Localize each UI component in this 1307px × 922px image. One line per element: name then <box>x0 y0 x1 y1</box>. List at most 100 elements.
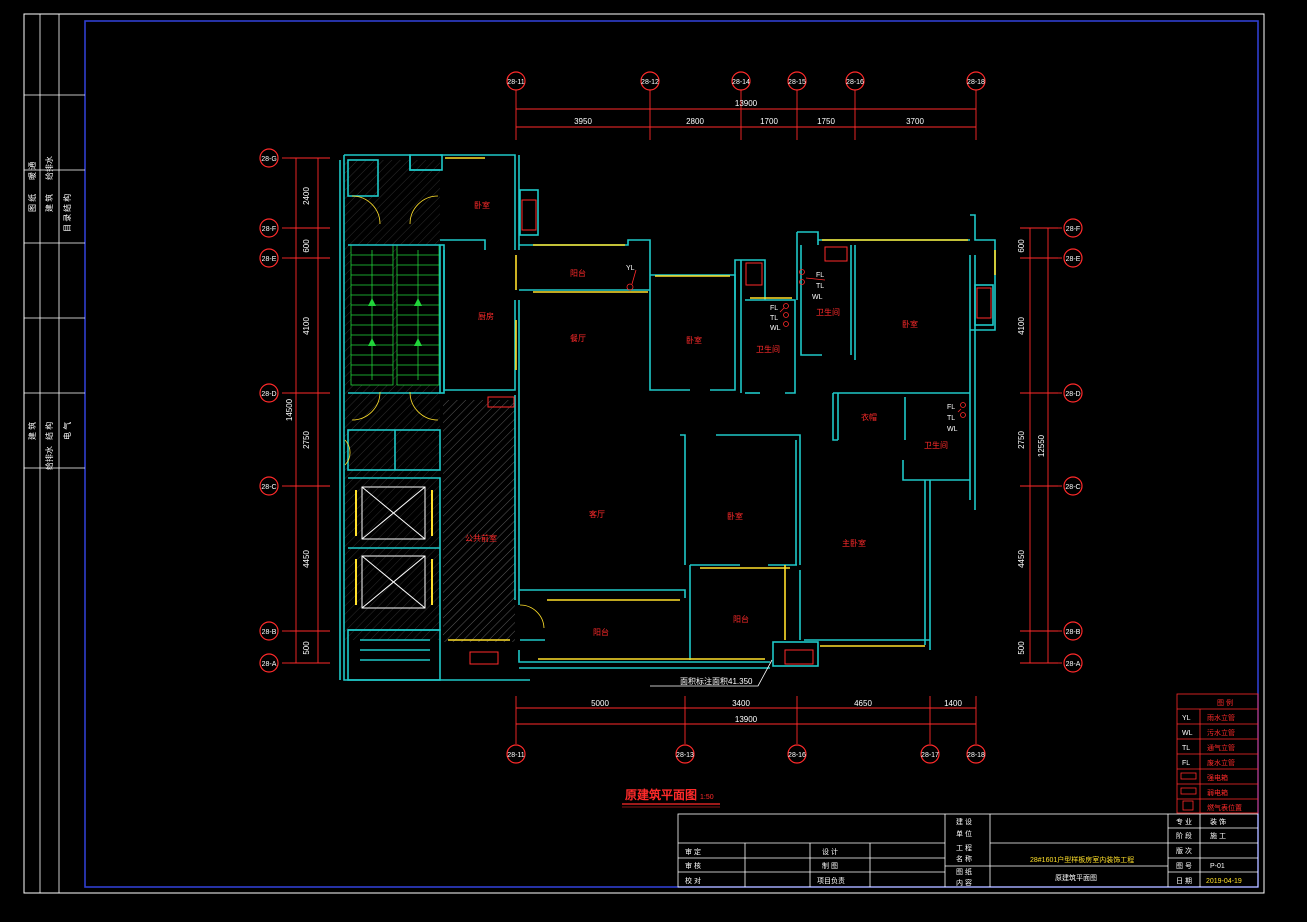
dim-bottom-seg: 5000 <box>591 699 609 708</box>
pipe-label: TL <box>947 415 955 422</box>
axis-bubble <box>506 71 526 91</box>
room-kitchen: 厨房 <box>478 311 494 321</box>
legend <box>1176 693 1259 814</box>
dim-top-seg: 3950 <box>574 117 592 126</box>
axis-label: 28-G <box>261 156 277 163</box>
area-note: 面积标注面积41.350 <box>680 676 753 686</box>
legend-item: 雨水立管 <box>1207 713 1235 722</box>
pipe-label: YL <box>626 265 635 272</box>
room-public-lobby: 公共前室 <box>465 533 497 543</box>
axis-bubble <box>845 71 865 91</box>
dim-right-seg: 600 <box>1017 239 1026 253</box>
room-closet: 衣帽 <box>861 412 877 422</box>
axis-bubble <box>259 218 279 238</box>
room-labels: 卧室 厨房 阳台 餐厅 卧室 卫生间 卫生间 卧室 衣帽 卫生间 客厅 卧室 主… <box>465 200 948 637</box>
title-block <box>677 813 1259 888</box>
axis-label: 28-D <box>261 391 276 398</box>
strip-label: 电 气 <box>62 422 72 440</box>
tb-val: 2019-04-19 <box>1206 878 1242 885</box>
left-strip <box>24 14 85 893</box>
legend-item: 污水立管 <box>1207 728 1235 737</box>
legend-item: 强电箱 <box>1207 773 1228 782</box>
axis-label: 28-F <box>262 226 276 233</box>
room-dining: 餐厅 <box>570 334 586 343</box>
tb-content: 原建筑平面图 <box>1055 873 1097 882</box>
strip-label: 结 构 <box>62 194 72 212</box>
room-bedroom-ne: 卧室 <box>902 319 918 329</box>
axis-bubble <box>787 744 807 764</box>
axis-label: 28-C <box>1065 484 1080 491</box>
axis-bubble <box>1063 476 1083 496</box>
pipe-markers <box>626 269 966 418</box>
room-master-bedroom: 主卧室 <box>842 538 866 548</box>
pipe-label: FL <box>816 272 824 279</box>
strip-label: 建 筑 <box>27 422 37 440</box>
tb-key: 专 业 <box>1176 817 1192 826</box>
tb-label: 审 定 <box>685 847 701 856</box>
dim-right-seg: 4100 <box>1017 317 1026 335</box>
dim-left-seg: 600 <box>302 239 311 253</box>
strip-label: 建 筑 <box>44 194 54 212</box>
walls <box>339 154 996 681</box>
legend-item: 废水立管 <box>1207 758 1235 767</box>
windows <box>445 157 996 660</box>
axis-label: 28-E <box>262 256 277 263</box>
tb-label: 项目负责 <box>817 876 845 885</box>
dimension-texts: 13900 3950 2800 1700 1750 3700 5000 3400… <box>285 99 1046 724</box>
tb-key: 版 次 <box>1176 846 1192 855</box>
dim-left-seg: 2750 <box>302 431 311 449</box>
room-bedroom-nw: 卧室 <box>474 200 490 210</box>
electrical-boxes <box>469 199 992 665</box>
strip-label: 结 构 <box>44 422 54 440</box>
axis-label: 28-B <box>262 629 277 636</box>
room-balcony-s: 阳台 <box>733 614 749 624</box>
axis-bubble <box>1063 248 1083 268</box>
room-bedroom-n: 卧室 <box>686 335 702 345</box>
axis-label: 28-A <box>1066 661 1081 668</box>
dim-left-total: 14500 <box>285 398 294 421</box>
axis-label: 28-C <box>261 484 276 491</box>
dim-bottom-seg: 3400 <box>732 699 750 708</box>
axis-label: 28-13 <box>676 752 694 759</box>
pipe-labels: YL FL TL WL FL TL WL FL TL WL <box>626 265 958 433</box>
strip-label: 给排水 <box>44 446 54 470</box>
axis-label: 28-16 <box>846 79 864 86</box>
axis-label: 28-11 <box>507 79 524 86</box>
strip-label: 暖 通 <box>27 162 37 180</box>
axis-bubble <box>1063 218 1083 238</box>
stair-flights <box>350 244 440 386</box>
axis-label: 28-B <box>1066 629 1081 636</box>
strip-label: 目 录 <box>63 214 72 232</box>
tb-label: 设 计 <box>822 847 838 856</box>
drawing-title: 原建筑平面图 <box>625 787 697 802</box>
dim-top-total: 13900 <box>735 99 758 108</box>
axis-label: 28-D <box>1065 391 1080 398</box>
pipe-label: WL <box>947 426 958 433</box>
axis-label: 28-18 <box>967 752 985 759</box>
axis-bubble <box>731 71 751 91</box>
axis-bubbles <box>259 71 1083 764</box>
room-balcony-sw: 阳台 <box>593 627 609 637</box>
tb-label: 内 容 <box>956 878 972 887</box>
axis-bubble <box>920 744 940 764</box>
legend-code: TL <box>1182 745 1190 752</box>
tb-val: P-01 <box>1210 863 1225 870</box>
pipe-label: FL <box>947 404 955 411</box>
lobby-hatch <box>443 400 515 642</box>
dim-left-seg: 4450 <box>302 550 311 568</box>
tb-label: 图 纸 <box>956 867 972 876</box>
axis-bubble <box>259 653 279 673</box>
dim-bottom-total: 13900 <box>735 715 758 724</box>
tb-label: 审 核 <box>685 861 701 870</box>
axis-bubble <box>259 383 279 403</box>
drawing-title-group: 原建筑平面图 1:50 <box>622 787 720 808</box>
axis-bubble <box>1063 621 1083 641</box>
legend-code: WL <box>1182 730 1193 737</box>
axis-bubble <box>259 621 279 641</box>
room-bedroom-c: 卧室 <box>727 511 743 521</box>
axis-bubble <box>640 71 660 91</box>
tb-label: 制 图 <box>822 861 838 870</box>
axis-label: 28-16 <box>788 752 806 759</box>
axis-label: 28-17 <box>921 752 939 759</box>
